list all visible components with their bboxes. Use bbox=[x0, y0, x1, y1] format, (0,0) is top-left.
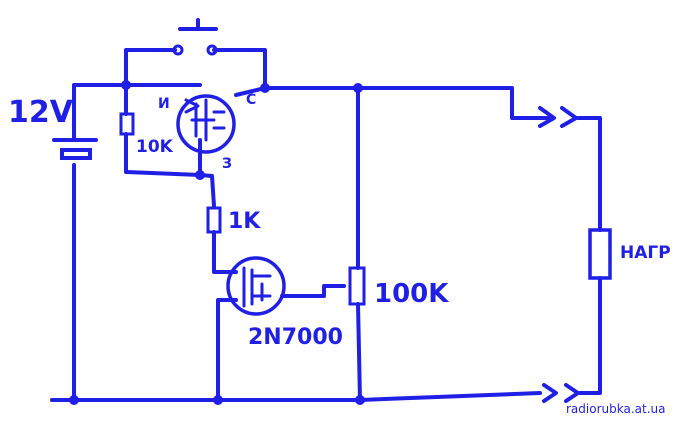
r2-to-mosfet-wire bbox=[212, 230, 238, 274]
resistor-r1 bbox=[119, 112, 135, 136]
junction-dot bbox=[213, 395, 223, 405]
battery-symbol bbox=[52, 138, 98, 160]
load-wire-bottom bbox=[578, 276, 602, 395]
junction-dot bbox=[355, 395, 365, 405]
source-down-wire bbox=[198, 138, 216, 208]
resistor-r2 bbox=[206, 206, 222, 234]
junction-dot bbox=[353, 83, 363, 93]
push-button-bridge-right bbox=[212, 48, 267, 90]
top-rail-wire bbox=[72, 83, 202, 142]
push-button-symbol bbox=[172, 18, 218, 56]
mosfet-2n7000-symbol bbox=[226, 256, 286, 316]
mosfet-source-wire bbox=[216, 298, 238, 402]
label-pin-s: С bbox=[246, 92, 256, 108]
potentiometer-100k bbox=[348, 266, 366, 306]
push-button-bridge bbox=[124, 48, 177, 87]
junction-dot bbox=[121, 80, 131, 90]
ground-rail-wire bbox=[50, 391, 542, 402]
junction-dot bbox=[260, 83, 270, 93]
drain-rail-wire bbox=[234, 86, 550, 120]
load-symbol bbox=[588, 228, 612, 280]
pot-column-bottom bbox=[356, 302, 362, 402]
junction-dot bbox=[69, 395, 79, 405]
mosfet-main-symbol bbox=[176, 94, 236, 154]
label-potentiometer: 100K bbox=[374, 279, 449, 309]
label-pin-z: З bbox=[222, 156, 232, 172]
output-arrow-bottom bbox=[542, 383, 580, 403]
label-resistor-r1: 10K bbox=[136, 137, 174, 157]
label-load: НАГР bbox=[620, 243, 671, 263]
watermark-text: radiorubka.at.ua bbox=[566, 402, 665, 416]
load-wire-top bbox=[576, 116, 602, 232]
label-battery: 12V bbox=[8, 95, 74, 130]
label-resistor-r2: 1K bbox=[228, 209, 261, 234]
junction-dot bbox=[195, 170, 205, 180]
label-transistor-model: 2N7000 bbox=[248, 325, 343, 350]
label-pin-i: И bbox=[158, 96, 170, 112]
gate-to-pot-wire bbox=[280, 284, 346, 298]
